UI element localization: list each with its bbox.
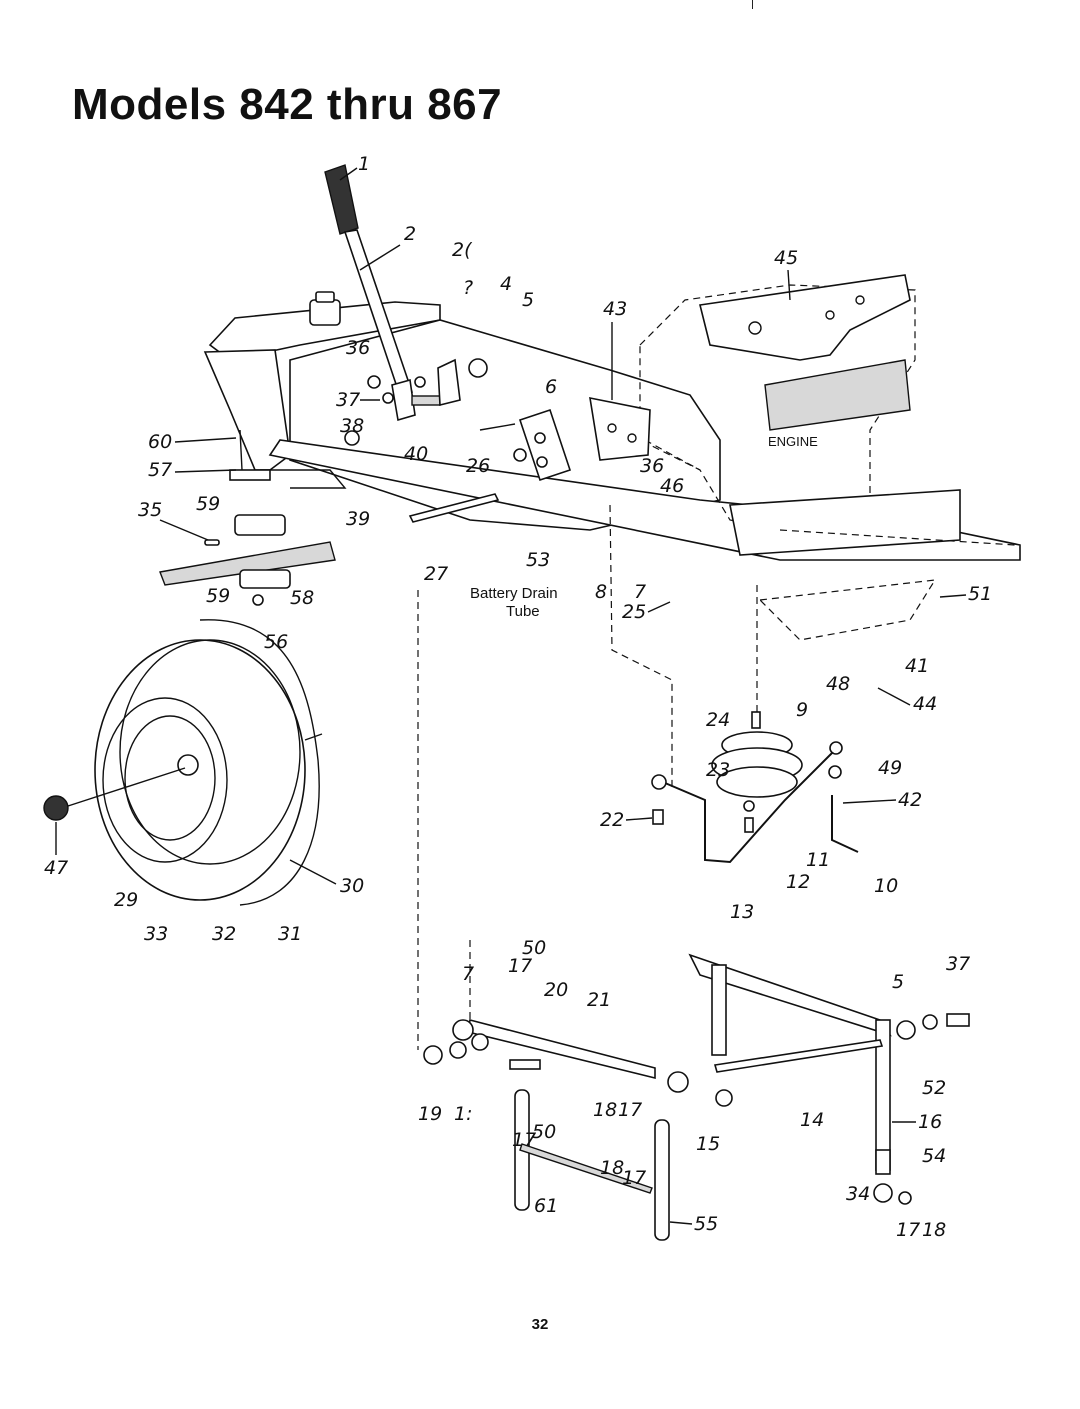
callout-3: ? [463,277,473,299]
callout-10: 10 [874,875,898,897]
callout-46: 46 [660,475,684,497]
callout-45: 45 [774,247,798,269]
engine-drawing: ENGINE [639,274,1016,641]
callout-43: 43 [603,298,627,320]
callout-4: 4 [500,273,512,295]
callout-21: 21 [587,989,611,1011]
callout-12: 12 [786,871,810,893]
callout-31: 31 [278,923,302,945]
callout-36b: 36 [640,455,664,477]
engine-label: ENGINE [768,434,818,449]
callout-57: 57 [148,459,172,481]
callout-58: 58 [290,587,314,609]
page-number: 32 [531,1316,549,1333]
page-title: Models 842 thru 867 [72,80,503,129]
callout-54: 54 [922,1145,946,1167]
battery-drain-label-2: Tube [506,603,540,620]
callout-20: 20 [544,979,568,1001]
callout-26: 26 [466,455,490,477]
bracket-drawing [479,396,651,482]
callout-numbers: 1 2 2( ? 4 5 43 45 36 37 38 6 40 26 36 4… [44,153,992,1241]
callout-34: 34 [846,1183,870,1205]
callout-60: 60 [148,431,172,453]
callout-23: 23 [706,759,730,781]
callout-6: 6 [545,376,557,398]
linkage-drawing [417,504,970,1241]
callout-37a: 37 [336,389,360,411]
callout-56: 56 [264,631,288,653]
callout-29: 29 [114,889,138,911]
axle-drawing [159,429,500,606]
callout-5: 5 [522,289,534,311]
callout-9: 9 [796,699,808,721]
callout-2b: 2( [452,239,473,261]
battery-drain-label: Battery Drain [470,585,558,602]
callout-33: 33 [144,923,168,945]
callout-14: 14 [800,1109,824,1131]
callout-5b: 5 [892,971,904,993]
callout-39: 39 [346,508,370,530]
callout-17d: 17 [622,1167,646,1189]
callout-61: 61 [534,1195,558,1217]
callout-44: 44 [913,693,937,715]
callout-15b: 15 [696,1133,720,1155]
callout-47: 47 [44,857,68,879]
callout-50b: 50 [532,1121,556,1143]
callout-25: 25 [622,601,646,623]
callout-22: 22 [600,809,624,831]
callout-30: 30 [340,875,364,897]
callout-24: 24 [706,709,730,731]
callout-7b: 7 [462,963,474,985]
shift-lever-drawing [324,164,488,446]
callout-35: 35 [138,499,162,521]
callout-36a: 36 [346,337,370,359]
callout-19: 19 [418,1103,442,1125]
callout-59b: 59 [206,585,230,607]
callout-49: 49 [878,757,902,779]
callout-55: 55 [694,1213,718,1235]
callout-51: 51 [968,583,992,605]
callout-48: 48 [826,673,850,695]
callout-50a: 50 [522,937,546,959]
callout-32: 32 [212,923,236,945]
callout-2: 2 [404,223,416,245]
wheel-drawing [43,619,323,906]
callout-17b: 17 [618,1099,642,1121]
callout-7: 7 [634,581,646,603]
callout-16: 16 [918,1111,942,1133]
callout-11: 11 [806,849,830,871]
callout-15a: 1: [454,1103,473,1125]
callout-42: 42 [898,789,922,811]
callout-41: 41 [905,655,929,677]
callout-53: 53 [526,549,550,571]
callout-40: 40 [404,443,428,465]
callout-1: 1 [358,153,370,175]
callout-38: 38 [340,415,364,437]
callout-18b: 18 [600,1157,624,1179]
callout-18c: 18 [922,1219,946,1241]
callout-37b: 37 [946,953,970,975]
pulley-drawing [651,585,859,864]
callout-17a: 17 [508,955,532,977]
callout-17e: 17 [896,1219,920,1241]
callout-13: 13 [730,901,754,923]
callout-17c: 17 [512,1129,536,1151]
callout-52: 52 [922,1077,946,1099]
callout-59a: 59 [196,493,220,515]
callout-8: 8 [595,581,607,603]
top-edge-mark [752,0,753,9]
callout-27: 27 [424,563,448,585]
callout-18a: 18 [593,1099,617,1121]
